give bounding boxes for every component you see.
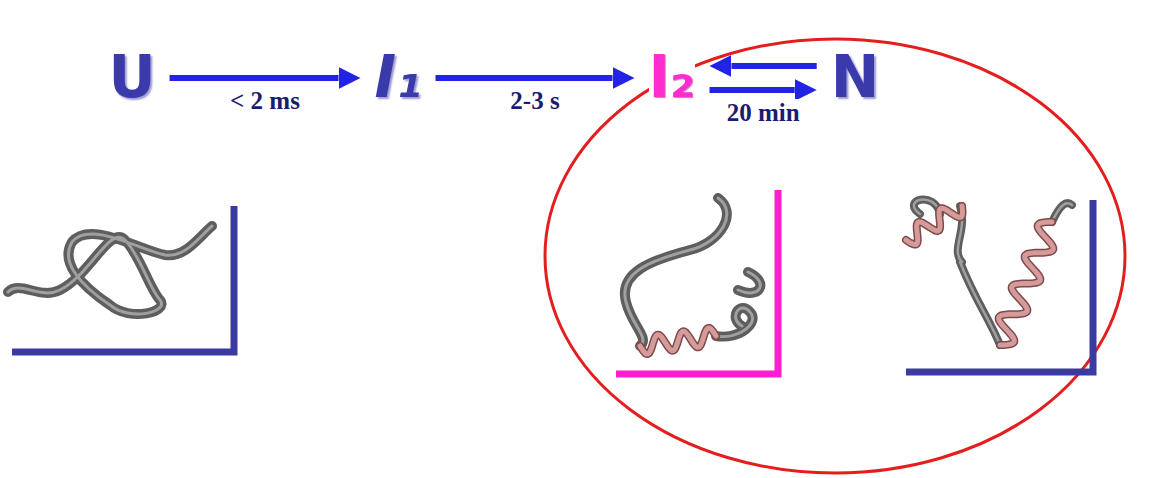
rate-label: 20 min [724, 99, 803, 127]
helix-outline [906, 206, 962, 245]
state-symbol: I₁ [375, 46, 422, 110]
state-label: I₂ [643, 46, 702, 110]
helix-ribbon [906, 206, 962, 245]
state-symbol: U [108, 46, 155, 110]
frame-bracket [616, 190, 778, 374]
frame-bracket [906, 200, 1093, 372]
reaction-arrow [170, 75, 339, 81]
helix-ribbon [640, 328, 716, 354]
state-symbol: N [831, 46, 880, 110]
state-label: U [102, 46, 161, 110]
state-label: N [825, 46, 886, 110]
helix-outline [999, 222, 1054, 345]
frame-bracket [12, 206, 234, 352]
reaction-arrow [731, 63, 816, 69]
highlight-ellipse [545, 39, 1125, 473]
rate-label: 2-3 s [507, 87, 562, 115]
state-symbol: I₂ [649, 46, 696, 110]
rate-label: < 2 ms [227, 87, 303, 115]
helix-outline [640, 328, 716, 354]
reaction-arrow [709, 87, 794, 93]
reaction-arrow [435, 75, 612, 81]
intermediate-coil [625, 198, 761, 354]
unfolded-coil [8, 226, 212, 314]
helix-ribbon [999, 222, 1054, 345]
state-label: I₁ [369, 46, 428, 110]
native-fold [906, 200, 1072, 345]
